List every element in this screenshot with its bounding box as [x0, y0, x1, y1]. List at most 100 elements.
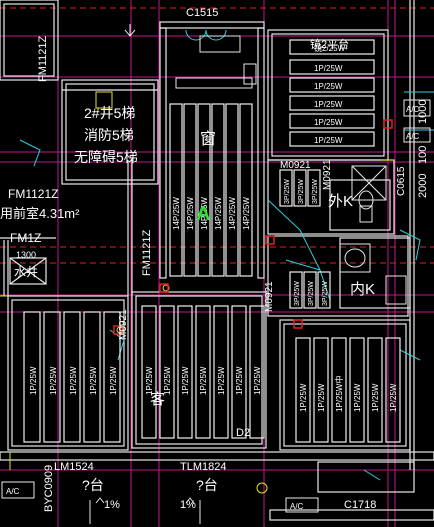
red-markers — [113, 119, 393, 335]
label-fm1121z-mid: FM1121Z — [141, 229, 153, 276]
label-tlm1824: TLM1824 — [180, 461, 226, 473]
ac-boxes — [1, 99, 431, 513]
rack-center-lower-label-3: 1P/25W — [199, 366, 208, 395]
rack-center-lower-5 — [231, 305, 247, 439]
rack-layer: 镜2/25W 1P/25W 1P/25W 1P/25W 1P/25W 1P/25W 3P/2… — [23, 39, 401, 443]
rack-small-lower-0 — [289, 271, 303, 309]
rack-right-lower-label-5: 1P/25W — [389, 383, 398, 412]
label-elevator-3: 无障碍5梯 — [74, 149, 138, 165]
label-2000: 2000 — [417, 174, 429, 198]
rack-small-upper-1 — [293, 169, 307, 207]
label-slope-1: 1% — [104, 499, 120, 511]
label-window-char: 窗 — [200, 130, 216, 148]
label-guest-char: 客 — [150, 391, 165, 408]
rack-left-lower-1 — [43, 311, 61, 443]
label-lm1524: LM1524 — [54, 461, 94, 473]
rack-small-lower-1 — [303, 271, 317, 309]
label-ac-4: A/C — [290, 502, 304, 511]
yellow-lines — [0, 91, 394, 494]
rack-right-lower-label-1: 1P/25W — [317, 383, 326, 412]
label-fm1121z-top: FM1121Z — [37, 35, 49, 82]
label-outer-k: 外K — [328, 193, 353, 210]
rack-center-lower-label-1: 1P/25W — [163, 366, 172, 395]
rack-small-lower-label-1: 3P/25W — [308, 281, 315, 306]
rack-right-lower-label-2: 1P/25W中 — [334, 376, 344, 412]
misc-marks — [89, 24, 201, 524]
label-a-mark: A — [196, 203, 210, 225]
label-slope-2: 1% — [180, 499, 196, 511]
label-elevator-1: 2#井5梯 — [84, 105, 135, 121]
label-front-room: 用前室4.31m² — [0, 206, 80, 221]
cyan-detail-lines — [19, 29, 434, 481]
rack-left-lower-label-0: 1P/25W — [29, 366, 38, 395]
rack-top-right-label-2: 1P/25W — [314, 82, 343, 91]
rack-top-right-5 — [289, 131, 375, 147]
rack-top-right-label-4: 1P/25W — [314, 118, 343, 127]
rack-top-right-1 — [289, 59, 375, 75]
label-byc0909: BYC0909 — [43, 465, 55, 512]
rack-center-top-label-5: 14P/25W — [242, 197, 251, 230]
label-c1515: C1515 — [186, 7, 218, 19]
rack-small-upper-label-0: 3P/25W — [284, 179, 291, 204]
rack-small-upper-2 — [307, 169, 321, 207]
rack-center-lower-2 — [177, 305, 193, 439]
label-water-well: 水井 — [14, 265, 38, 279]
rack-center-lower-label-6: 1P/25W — [253, 366, 262, 395]
rack-center-lower-label-0: 1P/25W — [145, 366, 154, 395]
label-platform-top: 镜2平台 — [310, 37, 349, 51]
rack-center-top-4 — [225, 103, 239, 277]
rack-top-right-label-1: 1P/25W — [314, 64, 343, 73]
rack-right-lower-5 — [385, 337, 401, 443]
label-terrace-1: ?台 — [82, 477, 104, 493]
rack-center-lower-4 — [213, 305, 229, 439]
label-fm1121z-left: FM1121Z — [8, 187, 58, 201]
rack-top-right-label-3: 1P/25W — [314, 100, 343, 109]
rack-center-top-label-2: 14P/25W — [200, 197, 209, 230]
rack-small-lower-label-0: 3P/25W — [294, 281, 301, 306]
rack-small-lower-label-2: 3P/25W — [322, 281, 329, 306]
rack-right-lower-0 — [295, 337, 311, 443]
rack-right-lower-label-0: 1P/25W — [299, 383, 308, 412]
rack-small-upper-0 — [279, 169, 293, 207]
rack-left-lower-label-1: 1P/25W — [49, 366, 58, 395]
fixtures — [175, 35, 407, 305]
label-1300: 1300 — [16, 250, 36, 260]
rack-center-lower-1 — [159, 305, 175, 439]
rack-left-lower-label-4: 1P/25W — [109, 366, 118, 395]
rack-center-lower-label-2: 1P/25W — [181, 366, 190, 395]
rack-left-lower-0 — [23, 311, 41, 443]
plan-labels: C1515 FM1121Z 2#井5梯 消防5梯 无障碍5梯 FM1121Z 用… — [0, 7, 429, 512]
label-100: 100 — [417, 146, 429, 164]
rack-top-right-label-0: 镜2/25W — [314, 43, 346, 53]
rack-center-top-label-1: 14P/25W — [186, 197, 195, 230]
label-ac-1: A/C — [406, 105, 420, 114]
label-fm1z: FM1Z — [10, 231, 41, 245]
rack-small-upper-label-1: 3P/25W — [298, 179, 305, 204]
rack-left-lower-3 — [83, 311, 101, 443]
rack-center-lower-3 — [195, 305, 211, 439]
rack-right-lower-2 — [331, 337, 347, 443]
rack-small-upper-label-2: 3P/25W — [312, 179, 319, 204]
label-ac-2: A/C — [406, 132, 420, 141]
label-d2: D2 — [236, 427, 250, 439]
rack-center-top-label-0: 14P/25W — [172, 197, 181, 230]
rack-center-top-label-4: 14P/25W — [228, 197, 237, 230]
rack-left-lower-4 — [103, 311, 121, 443]
axis-dashed — [0, 7, 434, 264]
rack-left-lower-2 — [63, 311, 81, 443]
rack-small-lower-2 — [317, 271, 331, 309]
label-1000: 1000 — [417, 100, 429, 124]
label-m0921-d: M0921 — [322, 159, 333, 190]
rack-right-lower-label-3: 1P/25W — [353, 383, 362, 412]
rack-right-lower-4 — [367, 337, 383, 443]
rack-left-lower-label-2: 1P/25W — [69, 366, 78, 395]
label-m0921-b: M0921 — [264, 281, 275, 312]
rack-top-right-2 — [289, 77, 375, 93]
label-terrace-2: ?台 — [196, 477, 218, 493]
label-elevator-2: 消防5梯 — [84, 127, 134, 143]
rack-center-top-3 — [211, 103, 225, 277]
rack-top-right-4 — [289, 113, 375, 129]
